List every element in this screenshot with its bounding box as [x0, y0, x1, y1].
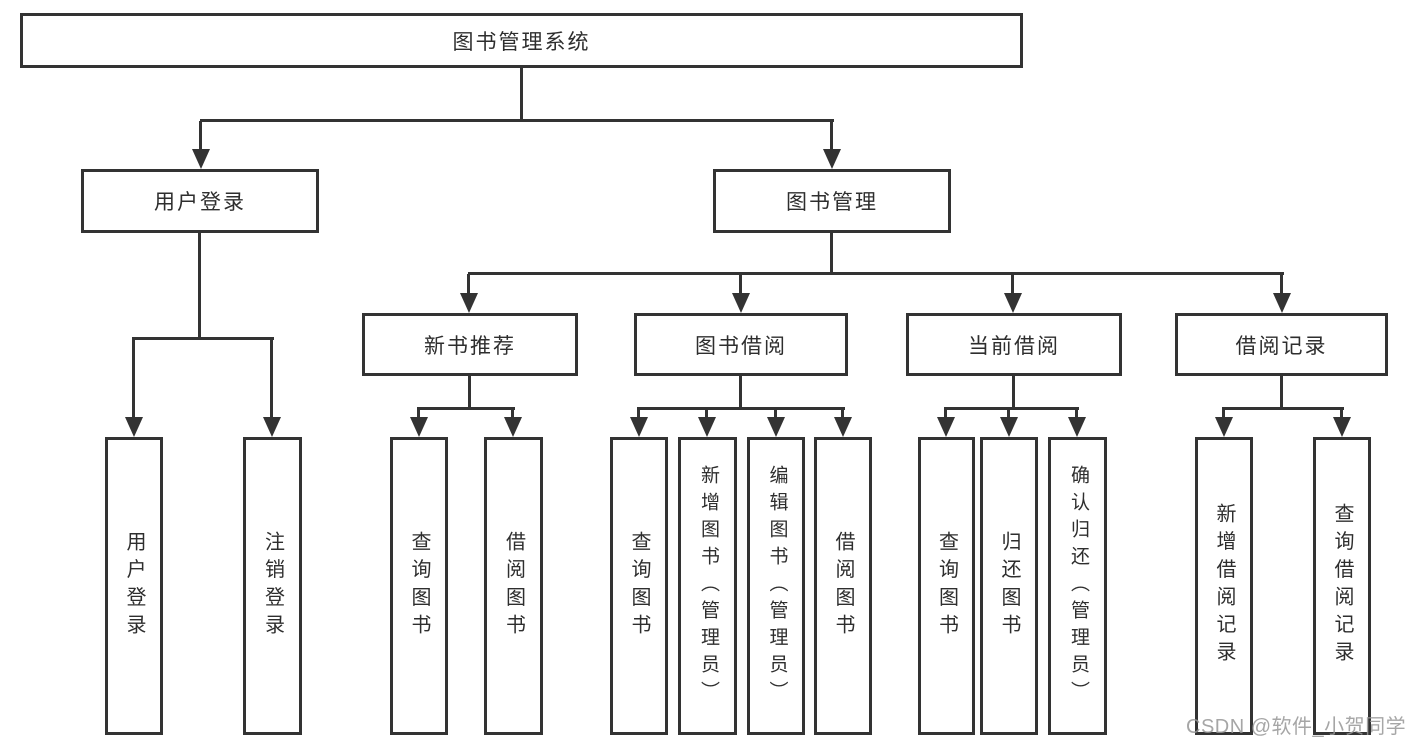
connector-hline	[944, 407, 1079, 410]
node-label: 图书管理	[786, 191, 878, 214]
leaf-add-borrow-record: 新增借阅记录	[1195, 437, 1253, 735]
arrow-down-icon	[937, 409, 955, 437]
csdn-watermark: CSDN @软件_小贺同学	[1186, 716, 1405, 738]
arrow-down-icon	[263, 339, 281, 437]
arrow-down-icon	[1273, 274, 1291, 313]
arrow-down-icon	[192, 121, 210, 169]
connector-vline	[1012, 376, 1015, 410]
arrow-down-icon	[767, 409, 785, 437]
connector-vline	[520, 68, 523, 122]
node-new-book-recommendation: 新书推荐	[362, 313, 578, 376]
node-label: 用户登录	[123, 530, 145, 642]
connector-hline	[1222, 407, 1344, 410]
node-label: 图书管理系统	[452, 30, 591, 54]
node-label: 查询图书	[628, 530, 650, 642]
node-label: 借阅记录	[1235, 334, 1328, 358]
leaf-query-books: 查询图书	[610, 437, 668, 735]
arrow-down-icon	[732, 274, 750, 313]
arrow-down-icon	[125, 339, 143, 437]
node-label: 借阅图书	[832, 530, 854, 642]
leaf-return-book: 归还图书	[980, 437, 1038, 735]
node-label: 查询图书	[935, 530, 958, 642]
node-label: 新书推荐	[424, 334, 516, 358]
node-label: 借阅图书	[502, 530, 525, 642]
node-label: 归还图书	[998, 530, 1020, 642]
arrow-down-icon	[1215, 409, 1233, 437]
node-user-login: 用户登录	[81, 169, 319, 233]
connector-vline	[198, 233, 201, 340]
leaf-user-login: 用户登录	[105, 437, 163, 735]
node-label: 注销登录	[261, 530, 284, 642]
connector-vline	[739, 376, 742, 410]
connector-vline	[1280, 376, 1283, 410]
arrow-down-icon	[698, 409, 716, 437]
node-label: 用户登录	[154, 191, 246, 214]
node-current-borrowing: 当前借阅	[906, 313, 1122, 376]
node-book-management: 图书管理	[713, 169, 951, 233]
connector-hline	[132, 337, 274, 340]
arrow-down-icon	[1333, 409, 1351, 437]
leaf-borrow-books: 借阅图书	[484, 437, 543, 735]
node-label: 图书借阅	[695, 334, 787, 358]
node-label: 新增借阅记录	[1213, 503, 1235, 669]
node-label: 确认归还（管理员）	[1067, 464, 1089, 708]
node-label: 编辑图书（管理员）	[766, 464, 788, 708]
node-borrowing-records: 借阅记录	[1175, 313, 1388, 376]
node-label: 查询借阅记录	[1331, 503, 1353, 669]
arrow-down-icon	[504, 409, 522, 437]
arrow-down-icon	[1068, 409, 1086, 437]
arrow-down-icon	[834, 409, 852, 437]
leaf-edit-book-admin: 编辑图书（管理员）	[747, 437, 805, 735]
node-book-borrowing: 图书借阅	[634, 313, 848, 376]
leaf-query-books: 查询图书	[390, 437, 448, 735]
arrow-down-icon	[460, 274, 478, 313]
arrow-down-icon	[630, 409, 648, 437]
leaf-query-borrow-record: 查询借阅记录	[1313, 437, 1371, 735]
connector-vline	[468, 376, 471, 410]
leaf-borrow-books: 借阅图书	[814, 437, 872, 735]
connector-hline	[417, 407, 515, 410]
node-library-management-system: 图书管理系统	[20, 13, 1023, 68]
leaf-add-book-admin: 新增图书（管理员）	[678, 437, 737, 735]
node-label: 新增图书（管理员）	[697, 464, 719, 708]
leaf-query-books: 查询图书	[918, 437, 975, 735]
arrow-down-icon	[1004, 274, 1022, 313]
connector-hline	[637, 407, 845, 410]
node-label: 查询图书	[408, 530, 430, 642]
connector-vline	[830, 233, 833, 275]
connector-hline	[200, 119, 834, 122]
connector-hline	[468, 272, 1284, 275]
leaf-confirm-return-admin: 确认归还（管理员）	[1048, 437, 1107, 735]
node-label: 当前借阅	[968, 334, 1060, 358]
arrow-down-icon	[823, 121, 841, 169]
arrow-down-icon	[1000, 409, 1018, 437]
arrow-down-icon	[410, 409, 428, 437]
leaf-logout: 注销登录	[243, 437, 302, 735]
